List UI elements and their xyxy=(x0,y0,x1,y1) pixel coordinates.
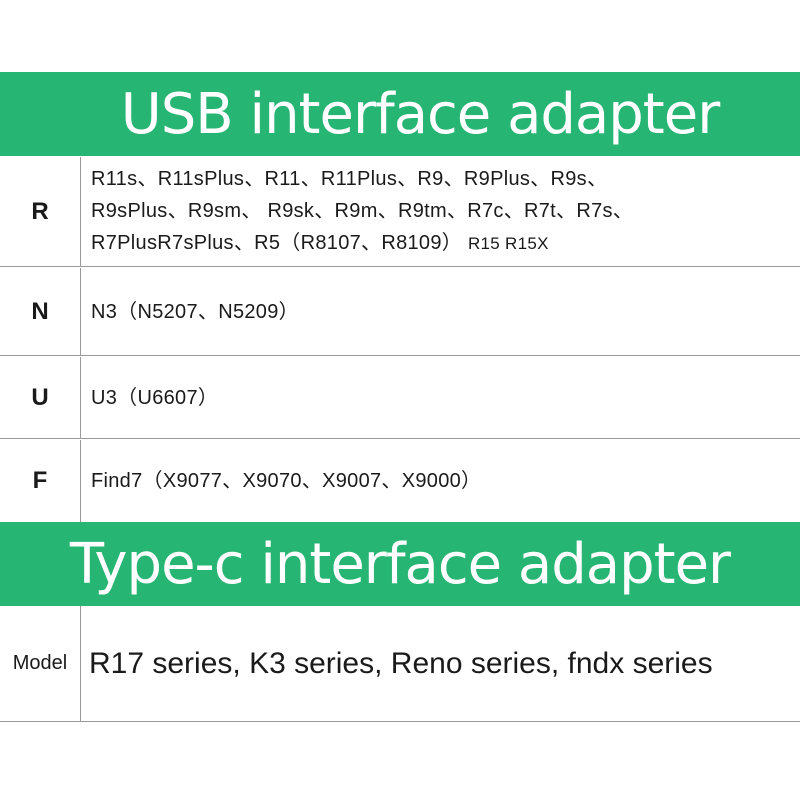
row-value-line-text: R7PlusR7sPlus、R5（R8107、R8109） xyxy=(91,232,463,254)
row-key: Model xyxy=(0,606,81,721)
table-row-r: R R11s、R11sPlus、R11、R11Plus、R9、R9Plus、R9… xyxy=(0,157,800,267)
usb-title-text: USB interface adapter xyxy=(120,81,720,147)
typec-title-text: Type-c interface adapter xyxy=(69,531,731,597)
row-value: R17 series, K3 series, Reno series, fndx… xyxy=(89,646,713,680)
row-key: U xyxy=(0,357,81,438)
table-row-model: Model R17 series, K3 series, Reno series… xyxy=(0,606,800,722)
row-value-extra: R15 R15X xyxy=(467,234,549,253)
row-value: N3（N5207、N5209） xyxy=(91,300,299,323)
table-row-f: F Find7（X9077、X9070、X9007、X9000） xyxy=(0,440,800,522)
row-key: R xyxy=(0,157,81,266)
row-key: N xyxy=(0,268,81,355)
row-value: Find7（X9077、X9070、X9007、X9000） xyxy=(91,470,482,492)
row-value-line: R9sPlus、R9sm、 R9sk、R9m、R9tm、R7c、R7t、R7s、 xyxy=(91,200,634,222)
row-key: F xyxy=(0,440,81,522)
row-value: R11s、R11sPlus、R11、R11Plus、R9、R9Plus、R9s、… xyxy=(81,157,800,266)
typec-section-title: Type-c interface adapter xyxy=(0,522,800,606)
table-row-n: N N3（N5207、N5209） xyxy=(0,268,800,356)
row-value: U3（U6607） xyxy=(91,386,219,409)
table-row-u: U U3（U6607） xyxy=(0,357,800,439)
row-value-line: R7PlusR7sPlus、R5（R8107、R8109） R15 R15X xyxy=(91,227,633,260)
row-value-line: R11s、R11sPlus、R11、R11Plus、R9、R9Plus、R9s、 xyxy=(91,168,608,190)
usb-section-title: USB interface adapter xyxy=(0,72,800,156)
